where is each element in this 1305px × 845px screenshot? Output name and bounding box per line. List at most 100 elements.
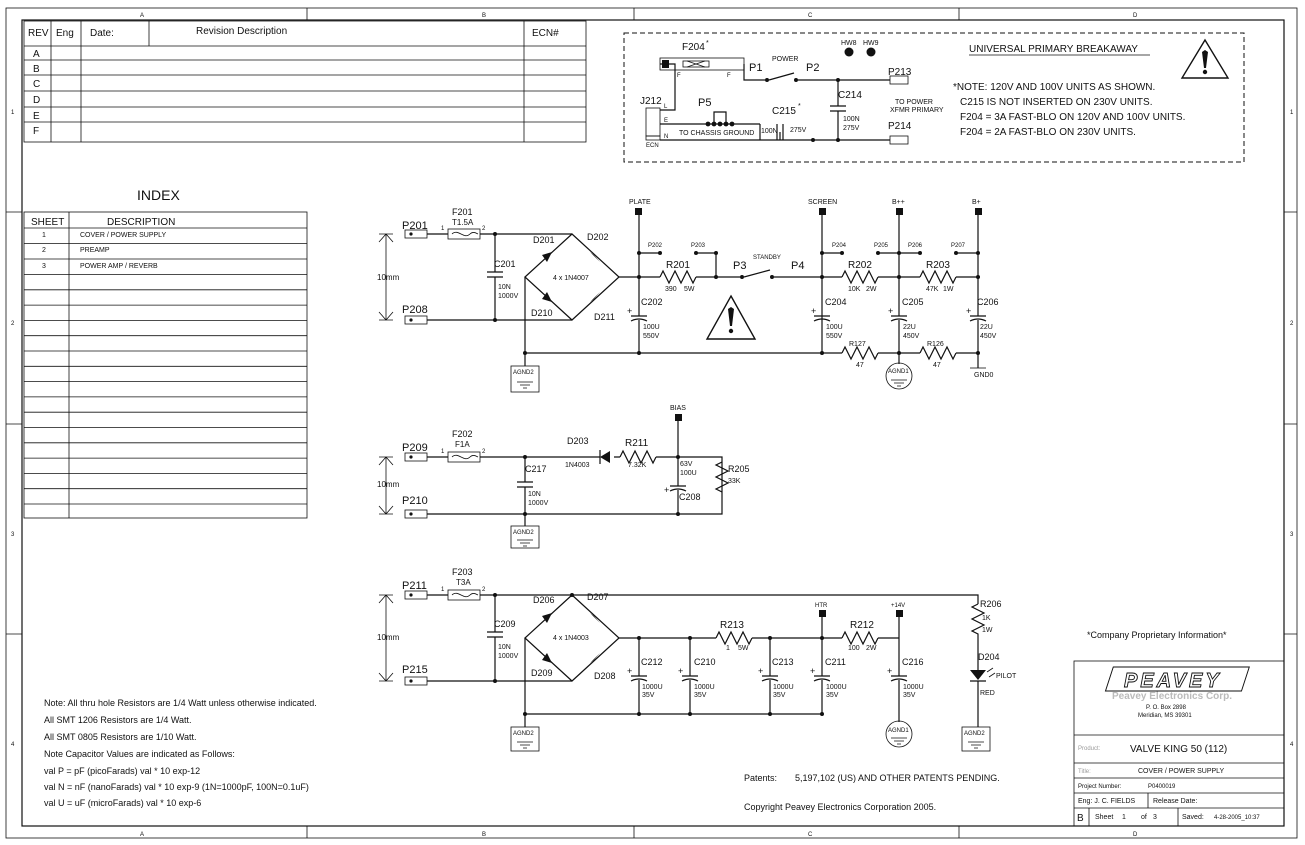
- c213-voltage: 35V: [773, 692, 786, 699]
- index-sheet-1: 1: [42, 232, 46, 239]
- r212-label: R212: [850, 620, 874, 631]
- copyright-text: Copyright Peavey Electronics Corporation…: [744, 802, 936, 812]
- c217-label: C217: [525, 464, 547, 474]
- c206-voltage: 450V: [980, 333, 997, 340]
- d202-label: D202: [587, 232, 609, 242]
- p204-label: P204: [832, 243, 847, 249]
- c202-voltage: 550V: [643, 333, 660, 340]
- j212-label: J212: [640, 96, 662, 107]
- rev-c: C: [33, 79, 40, 90]
- company-name: Peavey Electronics Corp.: [1112, 691, 1232, 702]
- project-label: Project Number:: [1078, 784, 1122, 790]
- f203-pin1: 1: [441, 587, 445, 593]
- d203-label: D203: [567, 436, 589, 446]
- f202-label: F202: [452, 429, 473, 439]
- rev-a: A: [33, 49, 40, 60]
- sheet-number: 1: [1122, 814, 1126, 821]
- c208-voltage: 63V: [680, 461, 693, 468]
- j212-pin-n: N: [664, 134, 668, 140]
- c211-plus: +: [810, 666, 815, 676]
- standby-label: STANDBY: [753, 255, 781, 261]
- p209-label: P209: [402, 442, 428, 454]
- row-label-1: 1: [11, 110, 15, 116]
- c213-value: 1000U: [773, 684, 794, 691]
- p213-label: P213: [888, 67, 912, 78]
- r126-label: R126: [927, 341, 944, 348]
- col-label-a: A: [140, 13, 144, 19]
- r202-label: R202: [848, 260, 872, 271]
- note-line-7: val U = uF (microFarads) val * 10 exp-6: [44, 798, 201, 808]
- r203-value: 47K: [926, 286, 939, 293]
- hw9-mount: [866, 47, 876, 57]
- r206-label: R206: [980, 599, 1002, 609]
- r203-label: R203: [926, 260, 950, 271]
- breakaway-title: UNIVERSAL PRIMARY BREAKAWAY: [969, 44, 1138, 55]
- r205-value: 33K: [728, 478, 741, 485]
- c202-value: 100U: [643, 324, 660, 331]
- c210-value: 1000U: [694, 684, 715, 691]
- c212-voltage: 35V: [642, 692, 655, 699]
- f204-star: *: [706, 40, 709, 47]
- c213-plus: +: [758, 666, 763, 676]
- hw8-mount: [844, 47, 854, 57]
- breakaway-note-2: C215 IS NOT INSERTED ON 230V UNITS.: [960, 97, 1152, 108]
- peavey-logo: PEAVEY: [1104, 666, 1250, 692]
- breakaway-note-1: *NOTE: 120V AND 100V UNITS AS SHOWN.: [953, 82, 1155, 93]
- r211-label: R211: [625, 438, 649, 449]
- r212-value: 100: [848, 645, 860, 652]
- peavey-logo-text: PEAVEY: [1124, 670, 1222, 692]
- d203-value: 1N4003: [565, 462, 590, 469]
- title-block: PEAVEY Peavey Electronics Corp. P. O. Bo…: [1073, 660, 1285, 827]
- p210-label: P210: [402, 495, 428, 507]
- c209-voltage: 1000V: [498, 653, 519, 660]
- d206-label: D206: [533, 595, 555, 605]
- note-line-3: All SMT 0805 Resistors are 1/10 Watt.: [44, 732, 197, 742]
- index-desc-2: PREAMP: [80, 247, 110, 254]
- col-label-c: C: [808, 13, 813, 19]
- hv-supply-section: P201 P208 10mm F201 T1.5A 1 2 C201 10N 1…: [377, 199, 999, 393]
- p211-label: P211: [402, 580, 427, 592]
- c211-voltage: 35V: [826, 692, 839, 699]
- address-line-2: Meridian, MS 39301: [1138, 713, 1192, 719]
- c210-label: C210: [694, 657, 716, 667]
- p5-label: P5: [698, 97, 711, 109]
- patents-label: Patents:: [744, 773, 777, 783]
- p206-label: P206: [908, 243, 923, 249]
- sheet-header: SHEET: [31, 217, 64, 228]
- f201-value: T1.5A: [452, 218, 474, 227]
- xfmr-label: XFMR PRIMARY: [890, 107, 944, 114]
- f203-label: F203: [452, 567, 473, 577]
- j212-pin-l: L: [664, 104, 668, 110]
- c208-plus: +: [664, 485, 669, 495]
- c215-value: 100N: [761, 128, 778, 135]
- product-name: VALVE KING 50 (112): [1130, 744, 1227, 755]
- drawing-title: COVER / POWER SUPPLY: [1138, 768, 1225, 775]
- row-label-3: 3: [11, 532, 15, 538]
- c201-value: 10N: [498, 284, 511, 291]
- pilot-label: PILOT: [996, 673, 1017, 680]
- j212-ecn: ECN: [646, 143, 659, 149]
- r212-watt: 2W: [866, 645, 877, 652]
- sheet-label: Sheet: [1095, 814, 1113, 821]
- p201-label: P201: [402, 220, 428, 232]
- p205-label: P205: [874, 243, 889, 249]
- p214-label: P214: [888, 121, 912, 132]
- c201-label: C201: [494, 259, 516, 269]
- f201-label: F201: [452, 207, 473, 217]
- r206-watt: 1W: [982, 627, 993, 634]
- dim-label-1: 10mm: [377, 273, 400, 282]
- p1-label: P1: [749, 62, 762, 74]
- row-label-4: 4: [11, 742, 15, 748]
- bias-supply-section: P209 P210 10mm F202 F1A 1 2 C217 10N 100…: [377, 405, 750, 549]
- r203-watt: 1W: [943, 286, 954, 293]
- description-header: DESCRIPTION: [107, 217, 175, 228]
- general-notes: Note: All thru hole Resistors are 1/4 Wa…: [44, 698, 317, 808]
- c205-value: 22U: [903, 324, 916, 331]
- ecn-header: ECN#: [532, 28, 559, 39]
- to-power-label: TO POWER: [895, 99, 933, 106]
- c214-value: 100N: [843, 116, 860, 123]
- d211-label: D211: [594, 312, 615, 322]
- f202-pin1: 1: [441, 449, 445, 455]
- d209-label: D209: [531, 668, 553, 678]
